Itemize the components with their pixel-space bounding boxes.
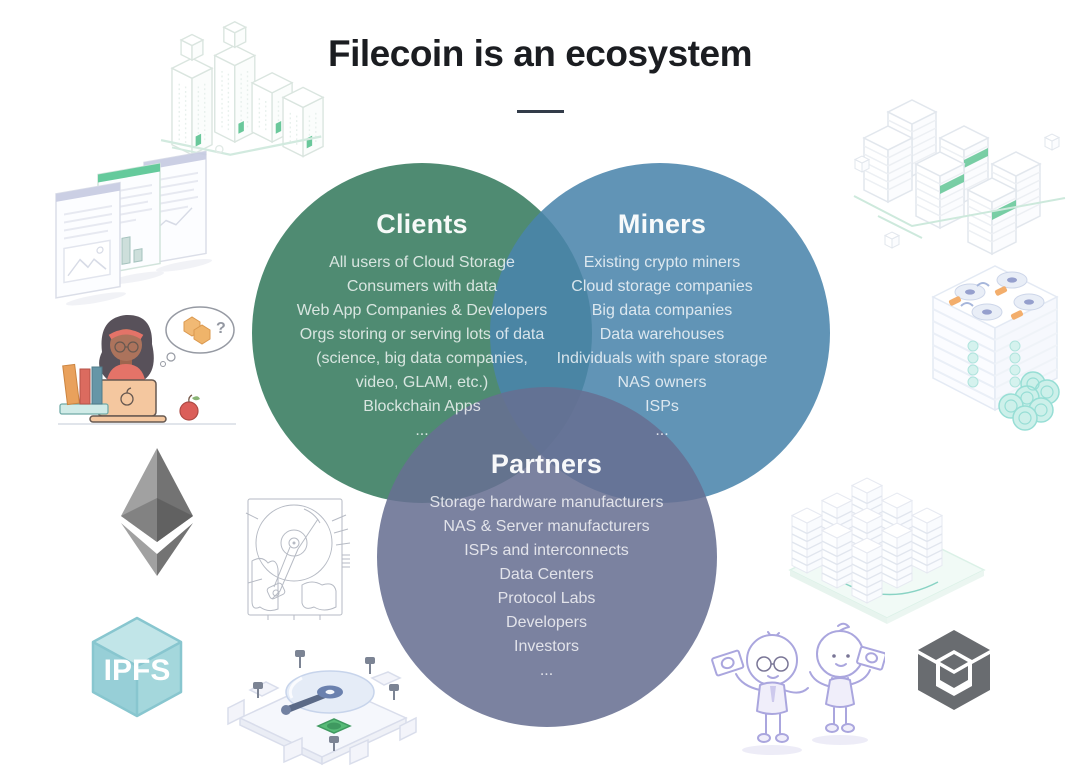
partners-item: Data Centers — [499, 566, 594, 583]
books-stack — [59, 403, 109, 415]
miners-item-ellipsis: ... — [655, 422, 669, 439]
person-thinking-at-laptop-illustration: ? — [52, 300, 242, 435]
ipfs-label: IPFS — [104, 654, 171, 687]
ipfs-cube-logo: IPFS — [85, 612, 190, 722]
miners-item: Existing crypto miners — [583, 254, 741, 271]
protocol-labs-logo — [908, 622, 1003, 717]
tape-drives-with-coins-illustration — [915, 260, 1075, 432]
partners-item: Developers — [506, 614, 587, 631]
server-buildings-illustration — [852, 92, 1067, 257]
partners-item: Storage hardware manufacturers — [429, 494, 664, 511]
apple — [179, 401, 199, 421]
clients-item: video, GLAM, etc.) — [355, 374, 489, 391]
miners-heading: Miners — [617, 209, 707, 239]
partners-item: Investors — [514, 638, 579, 655]
clients-item: Blockchain Apps — [363, 398, 481, 415]
partners-circle — [377, 387, 717, 727]
miners-item: Big data companies — [591, 302, 733, 319]
partners-item-ellipsis: ... — [539, 662, 554, 679]
miners-item: ISPs — [645, 398, 679, 415]
server-racks-illustration — [782, 450, 992, 630]
thought-question-mark: ? — [216, 320, 226, 337]
partners-item: NAS & Server manufacturers — [443, 518, 650, 535]
disc-drive-exploded-illustration — [222, 630, 422, 766]
miners-text-block: Miners Existing crypto miners Cloud stor… — [502, 209, 822, 443]
ethereum-logo — [100, 442, 215, 577]
documents-illustration — [44, 148, 220, 310]
clients-text-block: Clients All users of Cloud Storage Consu… — [262, 209, 582, 443]
clients-item: Orgs storing or serving lots of data — [299, 326, 545, 343]
partners-heading: Partners — [490, 449, 603, 479]
miners-item: Individuals with spare storage — [556, 350, 768, 367]
clients-item: Web App Companies & Developers — [296, 302, 548, 319]
people-with-money-illustration — [680, 618, 885, 763]
clients-item: Consumers with data — [346, 278, 498, 295]
page-title: Filecoin is an ecosystem — [328, 33, 752, 74]
clients-item: (science, big data companies, — [316, 350, 528, 367]
partners-item: ISPs and interconnects — [464, 542, 629, 559]
miners-item: NAS owners — [617, 374, 707, 391]
partners-text-block: Partners Storage hardware manufacturers … — [384, 449, 709, 683]
miners-item: Cloud storage companies — [571, 278, 753, 295]
title-divider — [517, 110, 564, 113]
partners-item: Protocol Labs — [497, 590, 596, 607]
clients-item: All users of Cloud Storage — [329, 254, 515, 271]
hard-drive-patent-drawing — [238, 483, 353, 623]
clients-heading: Clients — [376, 209, 468, 239]
miners-item: Data warehouses — [599, 326, 725, 343]
clients-item-ellipsis: ... — [415, 422, 429, 439]
